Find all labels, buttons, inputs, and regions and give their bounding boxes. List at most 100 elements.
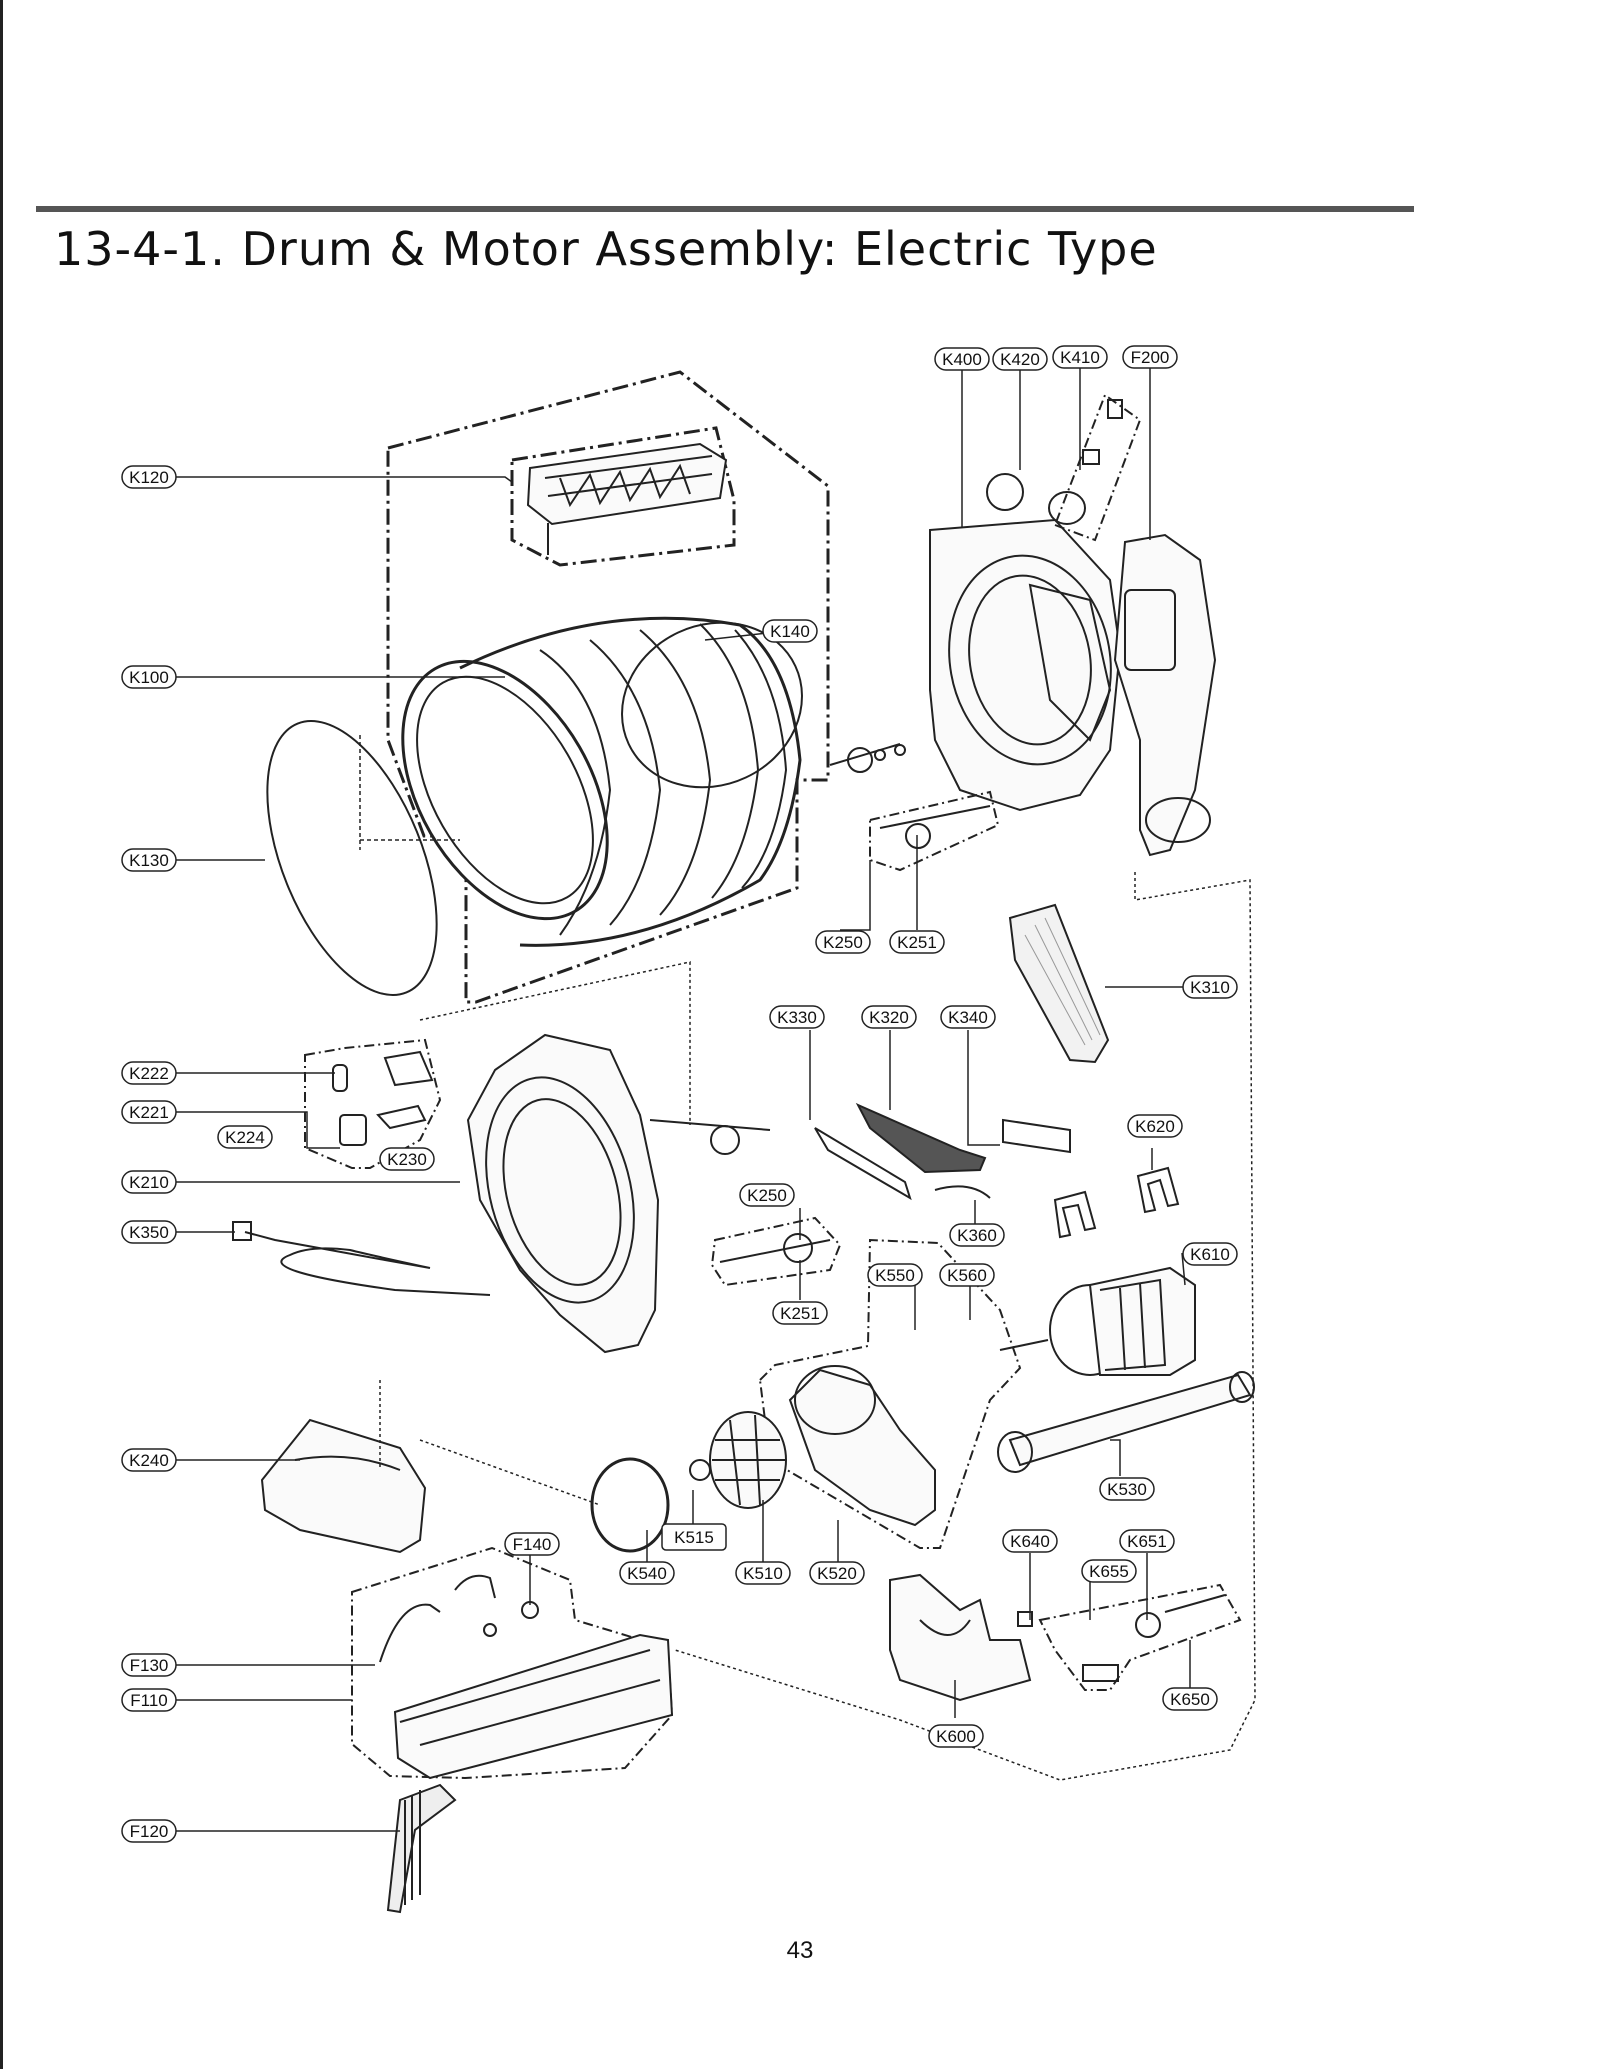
svg-text:K650: K650 bbox=[1170, 1690, 1210, 1709]
callout-f110: F110 bbox=[121, 1688, 177, 1712]
heater-element-part bbox=[386, 1783, 457, 1914]
callout-k400: K400 bbox=[934, 347, 990, 371]
callout-f140: F140 bbox=[504, 1532, 560, 1556]
callout-f130: F130 bbox=[121, 1653, 177, 1677]
svg-text:K130: K130 bbox=[129, 851, 169, 870]
blower-housing-part bbox=[788, 1365, 936, 1527]
svg-text:K515: K515 bbox=[674, 1528, 714, 1547]
svg-text:K224: K224 bbox=[225, 1128, 265, 1147]
blower-seal-part bbox=[590, 1457, 670, 1553]
drum-hook-part bbox=[526, 442, 728, 555]
callout-k600: K600 bbox=[928, 1724, 984, 1748]
callout-k340: K340 bbox=[940, 1005, 996, 1029]
callout-k224: K224 bbox=[217, 1125, 273, 1149]
callout-k550: K550 bbox=[867, 1263, 923, 1287]
k410-group-boundary bbox=[1053, 393, 1142, 542]
callout-f200: F200 bbox=[1122, 345, 1178, 369]
svg-text:K540: K540 bbox=[627, 1564, 667, 1583]
callout-k560: K560 bbox=[939, 1263, 995, 1287]
svg-text:F130: F130 bbox=[130, 1656, 169, 1675]
svg-text:K251: K251 bbox=[897, 933, 937, 952]
svg-text:K530: K530 bbox=[1107, 1480, 1147, 1499]
title-rule bbox=[36, 206, 1414, 212]
felt-seal-parts bbox=[814, 1102, 1071, 1201]
drum-body-part bbox=[401, 616, 802, 947]
thermistor-part bbox=[1107, 399, 1123, 419]
svg-text:F120: F120 bbox=[130, 1822, 169, 1841]
svg-text:K400: K400 bbox=[942, 350, 982, 369]
svg-text:K350: K350 bbox=[129, 1223, 169, 1242]
svg-text:K340: K340 bbox=[948, 1008, 988, 1027]
svg-text:F140: F140 bbox=[513, 1535, 552, 1554]
callout-k655: K655 bbox=[1081, 1559, 1137, 1583]
svg-text:K120: K120 bbox=[129, 468, 169, 487]
lamp-parts bbox=[332, 1050, 434, 1146]
svg-text:K655: K655 bbox=[1089, 1562, 1129, 1581]
drum-rear-ring bbox=[621, 621, 803, 789]
callout-k230: K230 bbox=[379, 1147, 435, 1171]
blower-fan-part bbox=[709, 1411, 787, 1509]
svg-text:K251: K251 bbox=[780, 1304, 820, 1323]
callout-k651: K651 bbox=[1119, 1529, 1175, 1553]
drum-belt bbox=[266, 720, 438, 996]
sensor-harness-part bbox=[244, 1231, 491, 1296]
callout-k320: K320 bbox=[861, 1005, 917, 1029]
svg-text:K230: K230 bbox=[387, 1150, 427, 1169]
air-duct-part bbox=[260, 1418, 427, 1554]
motor-mount-part bbox=[889, 1573, 1032, 1702]
svg-text:K100: K100 bbox=[129, 668, 169, 687]
blower-group-boundary bbox=[758, 1238, 1022, 1549]
callout-k222: K222 bbox=[121, 1061, 177, 1085]
heater-thermostat-parts bbox=[379, 1574, 539, 1663]
callout-k410: K410 bbox=[1052, 345, 1108, 369]
callout-f120: F120 bbox=[121, 1819, 177, 1843]
lint-filter-part bbox=[1008, 903, 1110, 1064]
svg-text:K320: K320 bbox=[869, 1008, 909, 1027]
callout-k330: K330 bbox=[769, 1005, 825, 1029]
roller-shaft-upper bbox=[829, 743, 991, 849]
page-number: 43 bbox=[786, 1937, 814, 1964]
svg-text:K360: K360 bbox=[957, 1226, 997, 1245]
svg-text:K250: K250 bbox=[747, 1186, 787, 1205]
page-left-edge bbox=[0, 0, 3, 2069]
idler-pulley-parts bbox=[1017, 1594, 1226, 1682]
svg-text:F110: F110 bbox=[130, 1691, 168, 1710]
callout-k620: K620 bbox=[1127, 1114, 1183, 1138]
leader-lines bbox=[175, 368, 1191, 1832]
svg-text:K210: K210 bbox=[129, 1173, 169, 1192]
svg-text:K420: K420 bbox=[1000, 350, 1040, 369]
callout-k240: K240 bbox=[121, 1448, 177, 1472]
callout-k130: K130 bbox=[121, 848, 177, 872]
callout-k250-upper: K250 bbox=[815, 930, 871, 954]
svg-text:K140: K140 bbox=[770, 622, 810, 641]
rear-bracket-ring bbox=[986, 473, 1024, 511]
callout-k640: K640 bbox=[1002, 1529, 1058, 1553]
svg-text:K222: K222 bbox=[129, 1064, 169, 1083]
callout-k520: K520 bbox=[809, 1561, 865, 1585]
svg-text:K221: K221 bbox=[129, 1103, 169, 1122]
callout-k350: K350 bbox=[121, 1220, 177, 1244]
callout-k510: K510 bbox=[735, 1561, 791, 1585]
harness-connector bbox=[232, 1221, 252, 1241]
front-bracket-part bbox=[466, 1033, 660, 1354]
svg-text:K250: K250 bbox=[823, 933, 863, 952]
svg-text:K240: K240 bbox=[129, 1451, 169, 1470]
callout-k530: K530 bbox=[1099, 1477, 1155, 1501]
callout-k650: K650 bbox=[1162, 1687, 1218, 1711]
rear-bracket-part bbox=[929, 518, 1122, 812]
motor-pulley-tube-part bbox=[997, 1371, 1255, 1473]
svg-text:K550: K550 bbox=[875, 1266, 915, 1285]
heater-duct-part bbox=[393, 1633, 674, 1780]
callout-k610: K610 bbox=[1182, 1242, 1238, 1266]
callout-k251-lower: K251 bbox=[772, 1301, 828, 1325]
svg-text:F200: F200 bbox=[1131, 348, 1170, 367]
lamp-group-boundary bbox=[304, 1038, 442, 1169]
k250-top-boundary bbox=[869, 790, 1000, 872]
callout-k540: K540 bbox=[619, 1561, 675, 1585]
svg-text:K410: K410 bbox=[1060, 348, 1100, 367]
hook-group-boundary bbox=[510, 426, 736, 567]
callout-k360: K360 bbox=[949, 1223, 1005, 1247]
assembly-connector-lines bbox=[674, 872, 1256, 1781]
